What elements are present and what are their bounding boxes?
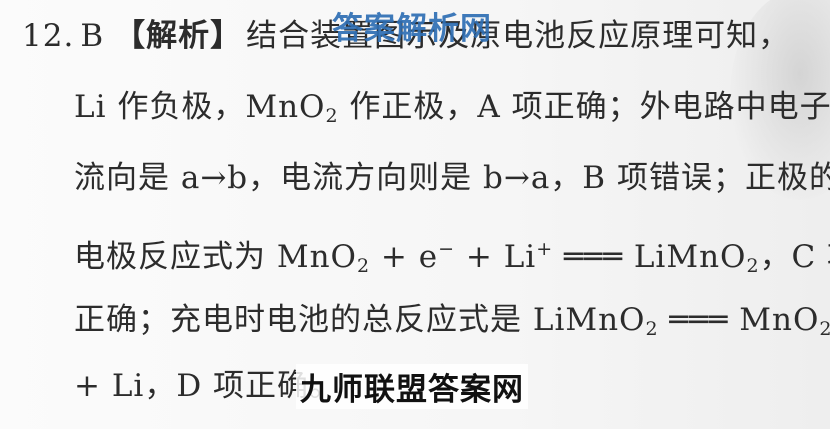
- line-4-part-d: ═══ LiMnO: [553, 239, 747, 275]
- line-3-text: 流向是 a→b，电流方向则是 b→a，B 项错误；正极的: [74, 160, 830, 196]
- text-line-2: Li 作负极，MnO2 作正极，A 项正确；外电路中电子: [74, 87, 830, 136]
- line-2-part-b: 作正极，A 项正确；外电路中电子: [338, 89, 830, 125]
- line-6-text: + Li，D 项正确。: [74, 368, 342, 404]
- text-line-1: 12.B【解析】结合装置图示及原电池反应原理可知，: [22, 16, 790, 56]
- line-4-part-a: 电极反应式为 MnO: [74, 239, 357, 275]
- line-5-part-b: ═══ MnO: [658, 302, 820, 338]
- watermark-bottom: 九师联盟答案网: [296, 364, 528, 409]
- line-4-superscript-b: −: [438, 238, 456, 260]
- question-number: 12.: [22, 18, 75, 54]
- text-line-4: 电极反应式为 MnO2 + e− + Li+ ═══ LiMnO2，C 项: [74, 229, 830, 286]
- line-2-subscript: 2: [325, 105, 339, 127]
- line-2-part-a: Li 作负极，MnO: [74, 89, 326, 125]
- text-line-6: + Li，D 项正确。: [74, 366, 341, 406]
- text-line-3: 流向是 a→b，电流方向则是 b→a，B 项错误；正极的: [74, 158, 830, 198]
- line-4-superscript-c: +: [536, 238, 554, 260]
- line-5-subscript-a: 2: [645, 318, 659, 340]
- line-4-part-b: + e: [370, 239, 439, 275]
- line-5-part-a: 正确；充电时电池的总反应式是 LiMnO: [74, 302, 646, 338]
- text-line-5: 正确；充电时电池的总反应式是 LiMnO2 ═══ MnO2: [74, 300, 830, 349]
- line-4-part-e: ，C 项: [759, 239, 830, 275]
- line-4-subscript-a: 2: [356, 255, 371, 277]
- line-4-subscript-d: 2: [746, 255, 760, 277]
- analysis-tag: 【解析】: [114, 18, 243, 54]
- watermark-top: 答案解析网: [332, 11, 492, 47]
- answer-letter: B: [80, 18, 105, 54]
- line-4-part-c: + Li: [455, 239, 537, 275]
- line-5-subscript-b: 2: [819, 318, 830, 340]
- line-1-text: 结合装置图示及原电池反应原理可知，: [246, 18, 791, 54]
